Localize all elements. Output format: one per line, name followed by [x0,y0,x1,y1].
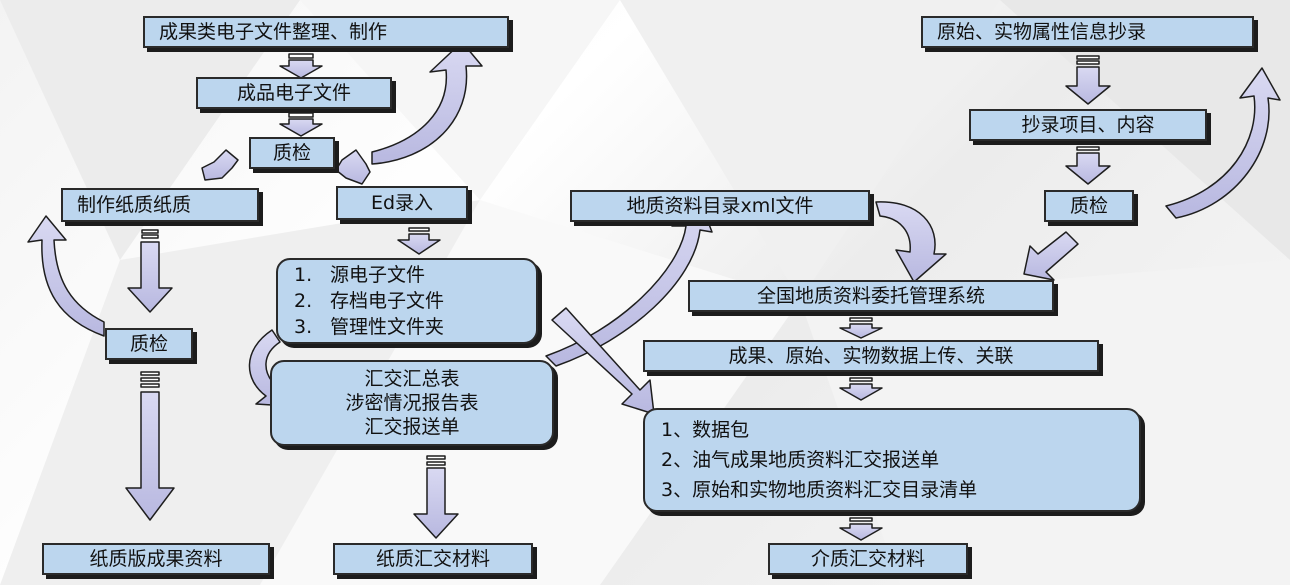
box-system-label: 全国地质资料委托管理系统 [756,285,985,307]
box-transcribe-items: 抄录项目、内容 [969,109,1207,141]
box-xml-file-label: 地质资料目录xml文件 [626,195,814,217]
package-item: 3、原始和实物地质资料汇交目录清单 [661,475,977,505]
box-paper-output-label: 纸质版成果资料 [89,548,223,570]
box-transcribe: 原始、实物属性信息抄录 [921,16,1254,48]
arrow-paper-qc-to-output [125,371,175,521]
arrow-paper-make-to-qc [127,229,173,313]
box-paper-qc-label: 质检 [129,333,168,355]
box-package: 1、数据包 2、油气成果地质资料汇交报送单 3、原始和实物地质资料汇交目录清单 [643,408,1141,512]
box-finished-files-label: 成品电子文件 [236,82,351,104]
box-summary-forms: 汇交汇总表 涉密情况报告表 汇交报送单 [270,360,554,446]
arrow-upload-to-package [839,377,883,401]
box-ed-entry: Ed录入 [336,186,468,220]
file-list-item: 3. 管理性文件夹 [294,314,444,340]
package-item-text: 2、油气成果地质资料汇交报送单 [661,449,940,471]
box-media-submit-label: 介质汇交材料 [810,548,925,570]
file-list-item-num: 3. [294,316,313,338]
arrow-system-to-upload [839,317,883,339]
box-upload-label: 成果、原始、实物数据上传、关联 [728,345,1014,367]
arrow-organize-to-finished [279,53,323,79]
summary-line: 涉密情况报告表 [345,392,479,414]
box-paper-qc: 质检 [105,328,193,360]
box-paper-make: 制作纸质纸质 [61,188,259,222]
box-qc-right-label: 质检 [1069,195,1108,217]
package-item-text: 1、数据包 [661,419,750,441]
box-media-submit: 介质汇交材料 [768,543,968,575]
arrow-items-to-qc [1065,146,1111,185]
box-system: 全国地质资料委托管理系统 [688,280,1054,312]
box-paper-submit-label: 纸质汇交材料 [375,548,490,570]
arrow-qc-to-system [1023,231,1079,281]
package-item: 1、数据包 [661,415,749,445]
arrow-curve-ed-to-organize [371,41,483,165]
file-list-item: 1. 源电子文件 [294,262,425,288]
box-paper-make-label: 制作纸质纸质 [77,194,192,216]
file-list-item-text: 存档电子文件 [330,290,445,312]
file-list-item-num: 1. [294,264,313,286]
box-paper-submit: 纸质汇交材料 [333,543,533,575]
box-qc-right: 质检 [1044,190,1134,222]
arrow-curve-qc-to-paper-make [27,215,105,337]
box-qc-left-label: 质检 [272,142,311,164]
arrow-qc-to-ed [335,149,371,185]
arrow-ed-to-list [397,227,441,255]
arrow-list-to-package [551,307,655,415]
box-file-list: 1. 源电子文件 2. 存档电子文件 3. 管理性文件夹 [276,258,538,344]
arrow-transcribe-to-items [1065,55,1111,105]
arrow-finished-to-qc [279,112,323,137]
box-organize-label: 成果类电子文件整理、制作 [159,21,388,43]
box-qc-left: 质检 [249,137,335,169]
box-organize: 成果类电子文件整理、制作 [143,16,509,48]
file-list-item-text: 管理性文件夹 [330,316,445,338]
file-list-item-text: 源电子文件 [330,264,426,286]
box-xml-file: 地质资料目录xml文件 [570,190,870,222]
arrow-package-to-media [839,517,883,541]
box-upload: 成果、原始、实物数据上传、关联 [643,340,1099,372]
summary-line: 汇交汇总表 [364,368,460,390]
summary-line: 汇交报送单 [364,416,460,438]
arrow-qc-to-paper-make [201,149,239,181]
box-ed-entry-label: Ed录入 [370,192,434,214]
package-item-text: 3、原始和实物地质资料汇交目录清单 [661,479,978,501]
box-transcribe-items-label: 抄录项目、内容 [1021,114,1155,136]
box-paper-output: 纸质版成果资料 [42,543,270,575]
arrow-curve-xml-to-system [875,201,947,283]
file-list-item: 2. 存档电子文件 [294,288,444,314]
box-transcribe-label: 原始、实物属性信息抄录 [937,21,1147,43]
package-item: 2、油气成果地质资料汇交报送单 [661,445,939,475]
file-list-item-num: 2. [294,290,313,312]
arrow-curve-qc-to-transcribe [1165,67,1281,219]
box-finished-files: 成品电子文件 [196,77,392,109]
arrow-summary-to-paper-submit [413,455,459,539]
